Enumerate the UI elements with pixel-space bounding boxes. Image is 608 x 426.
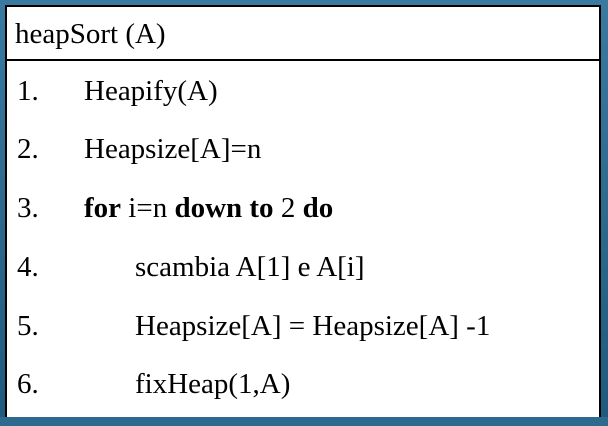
pseudocode-table: heapSort (A) 1. Heapify(A) 2. Heapsize[A… [5,5,601,417]
code-text: Heapify(A) [84,75,218,108]
code-line-2: 2. Heapsize[A]=n [7,133,599,191]
slide-background: heapSort (A) 1. Heapify(A) 2. Heapsize[A… [0,0,608,417]
code-line-5: 5. Heapsize[A] = Heapsize[A] -1 [7,310,599,368]
code-token: Heapsize[A] = Heapsize[A] -1 [135,310,491,342]
code-text: for i=n down to 2 do [84,192,333,225]
keyword-for: for [84,192,122,224]
line-number: 6. [17,368,39,400]
code-line-1: 1. Heapify(A) [7,75,599,133]
line-number: 2. [17,133,39,165]
line-number: 4. [17,251,39,283]
code-line-4: 4. scambia A[1] e A[i] [7,251,599,309]
code-token: i=n [121,192,175,224]
code-token: fixHeap(1,A) [135,368,291,400]
code-token: Heapsize[A]=n [84,133,262,165]
code-text: scambia A[1] e A[i] [135,251,365,284]
code-text: Heapsize[A] = Heapsize[A] -1 [135,310,490,343]
code-token: Heapify(A) [84,75,218,107]
keyword-do: do [302,192,334,224]
function-signature: heapSort (A) [15,18,166,50]
code-token: scambia A[1] e A[i] [135,251,365,283]
code-line-3: 3. for i=n down to 2 do [7,192,599,250]
code-text: Heapsize[A]=n [84,133,261,166]
line-number: 3. [17,192,39,224]
code-text: fixHeap(1,A) [135,368,290,401]
line-number: 1. [17,75,39,107]
pseudocode-header: heapSort (A) [7,7,599,61]
keyword-down-to: down to [174,192,274,224]
line-number: 5. [17,310,39,342]
code-line-6: 6. fixHeap(1,A) [7,368,599,426]
code-token: 2 [273,192,303,224]
